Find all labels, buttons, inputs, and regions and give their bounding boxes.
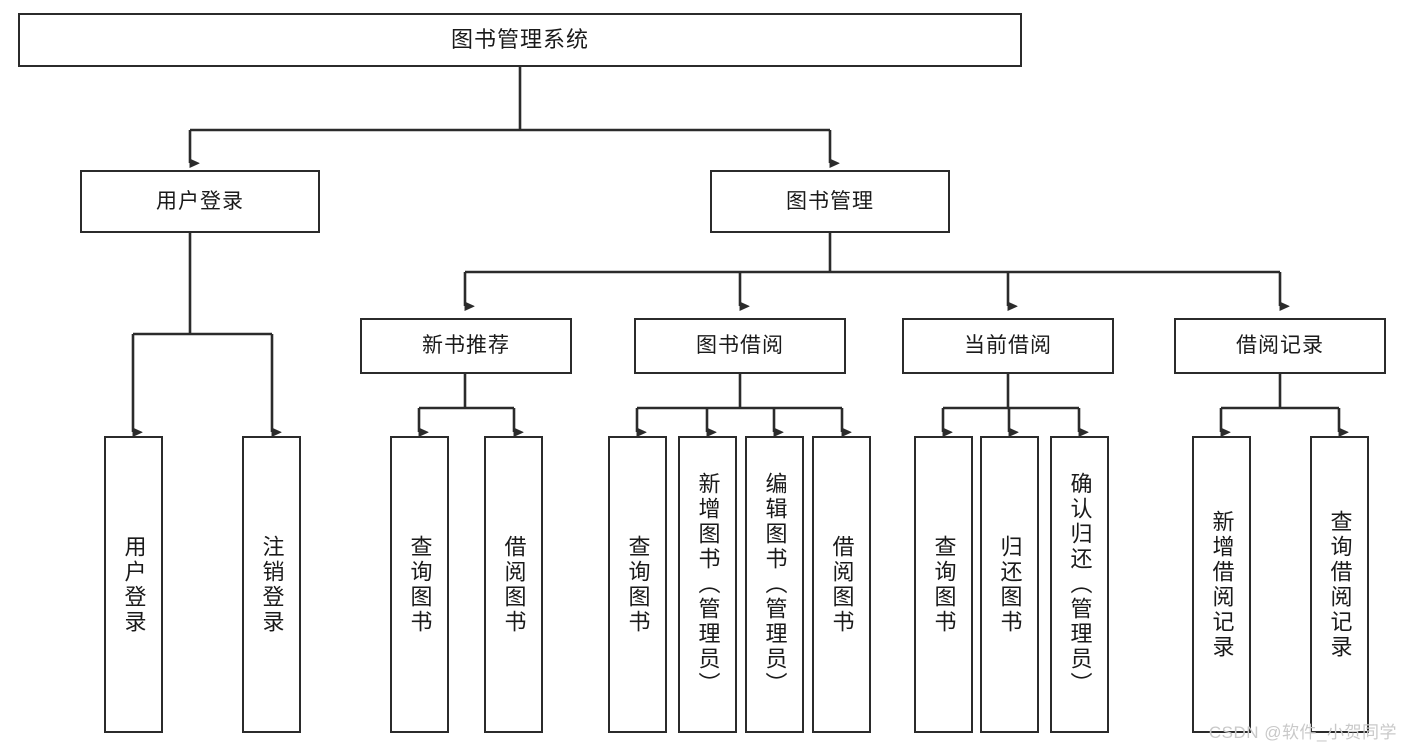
leaf-borrow-query-book[interactable]: 查询图书 [608,436,667,733]
leaf-current-return-book[interactable]: 归还图书 [980,436,1039,733]
node-current-borrow[interactable]: 当前借阅 [902,318,1114,374]
node-user-login[interactable]: 用户登录 [80,170,320,233]
leaf-record-query-record[interactable]: 查询借阅记录 [1310,436,1369,733]
leaf-recommend-query-book[interactable]: 查询图书 [390,436,449,733]
leaf-current-query-book[interactable]: 查询图书 [914,436,973,733]
node-book-borrow[interactable]: 图书借阅 [634,318,846,374]
leaf-current-confirm-return-admin[interactable]: 确认归还（管理员） [1050,436,1109,733]
leaf-borrow-add-book-admin[interactable]: 新增图书（管理员） [678,436,737,733]
leaf-record-add-record[interactable]: 新增借阅记录 [1192,436,1251,733]
node-new-book-recommend[interactable]: 新书推荐 [360,318,572,374]
leaf-recommend-borrow-book[interactable]: 借阅图书 [484,436,543,733]
leaf-borrow-edit-book-admin[interactable]: 编辑图书（管理员） [745,436,804,733]
node-book-management[interactable]: 图书管理 [710,170,950,233]
leaf-user-login-logout[interactable]: 注销登录 [242,436,301,733]
node-root-system[interactable]: 图书管理系统 [18,13,1022,67]
leaf-user-login-login[interactable]: 用户登录 [104,436,163,733]
watermark-text: CSDN @软件_小贺同学 [1208,723,1397,742]
node-borrow-record[interactable]: 借阅记录 [1174,318,1386,374]
leaf-borrow-borrow-book[interactable]: 借阅图书 [812,436,871,733]
